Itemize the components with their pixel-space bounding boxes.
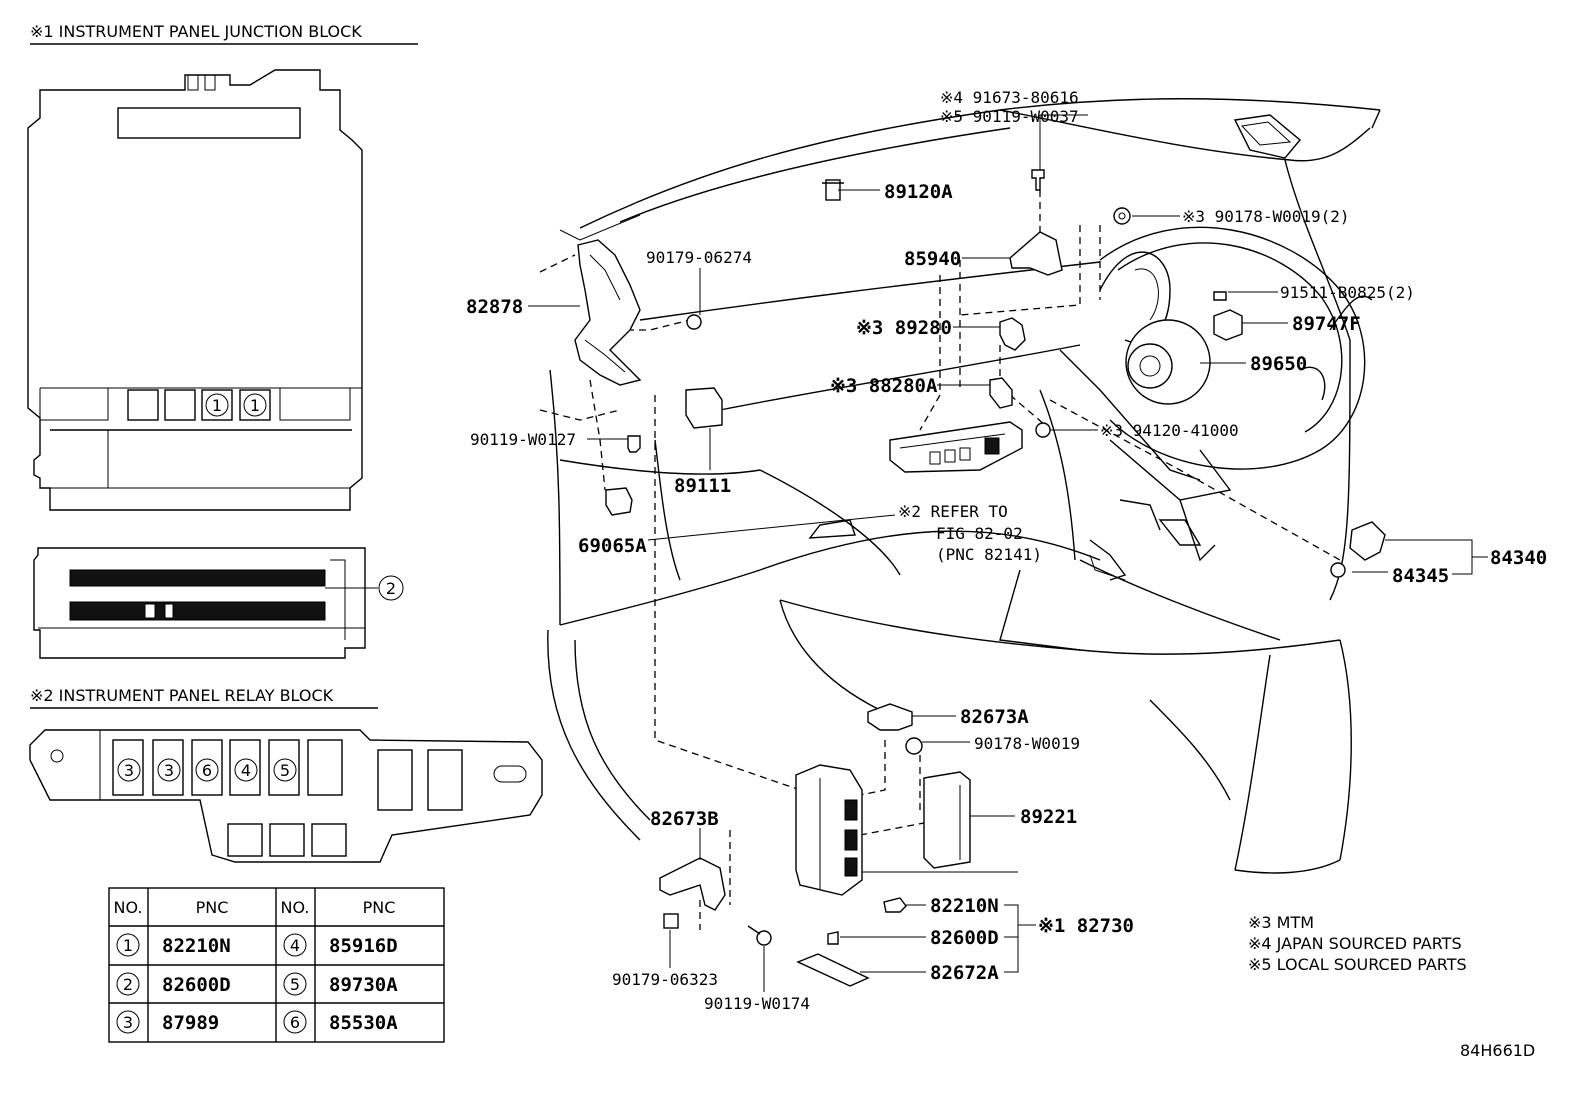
label-90179-06323: 90179-06323 <box>612 970 718 989</box>
label-91511-b0825: 91511-B0825(2) <box>1280 283 1415 302</box>
label-85940: 85940 <box>904 248 961 270</box>
table-header-pnc-1: PNC <box>196 898 229 917</box>
relay-block-drawing <box>29 729 543 863</box>
relay-marker-3b: 3 <box>157 758 181 782</box>
label-82878: 82878 <box>466 296 523 318</box>
junction-block-section: ※1 INSTRUMENT PANEL JUNCTION BLOCK 1 1 <box>27 22 418 659</box>
svg-text:89730A: 89730A <box>329 974 398 996</box>
table-row: 3 87989 6 85530A <box>116 1010 398 1034</box>
svg-text:5: 5 <box>280 761 290 780</box>
label-refer-to: ※2 REFER TO <box>898 502 1008 521</box>
label-69065a: 69065A <box>578 535 647 557</box>
label-90179-06274: 90179-06274 <box>646 248 752 267</box>
svg-text:6: 6 <box>290 1013 300 1032</box>
junction-block-drawing <box>27 69 363 511</box>
label-82210n: 82210N <box>930 895 999 917</box>
relay-marker-5: 5 <box>273 758 297 782</box>
svg-text:87989: 87989 <box>162 1012 219 1034</box>
svg-text:1: 1 <box>212 396 222 415</box>
label-91673-80616: ※4 91673-80616 <box>940 88 1079 107</box>
label-pnc-82141: (PNC 82141) <box>936 545 1042 564</box>
label-88280a: ※3 88280A <box>830 375 938 397</box>
label-89221: 89221 <box>1020 806 1077 828</box>
svg-text:6: 6 <box>202 761 212 780</box>
svg-text:82600D: 82600D <box>162 974 231 996</box>
svg-text:4: 4 <box>290 936 300 955</box>
junction-side-marker-2: 2 <box>378 575 404 601</box>
label-82600d: 82600D <box>930 927 999 949</box>
note-japan-sourced: ※4 JAPAN SOURCED PARTS <box>1248 934 1462 953</box>
svg-text:1: 1 <box>250 396 260 415</box>
label-84340: 84340 <box>1490 547 1547 569</box>
label-82673b: 82673B <box>650 808 719 830</box>
svg-text:82210N: 82210N <box>162 935 231 957</box>
svg-text:2: 2 <box>123 975 133 994</box>
relay-marker-3a: 3 <box>117 758 141 782</box>
relay-marker-4: 4 <box>234 758 258 782</box>
svg-text:5: 5 <box>290 975 300 994</box>
svg-text:3: 3 <box>164 761 174 780</box>
notes-legend: ※3 MTM ※4 JAPAN SOURCED PARTS ※5 LOCAL S… <box>1248 913 1467 974</box>
label-89111: 89111 <box>674 475 731 497</box>
svg-text:3: 3 <box>124 761 134 780</box>
table-header-no-2: NO. <box>281 898 310 917</box>
table-header-no-1: NO. <box>114 898 143 917</box>
junction-marker-1b: 1 <box>243 393 267 417</box>
figure-code: 84H661D <box>1460 1041 1535 1060</box>
junction-block-side-view <box>33 547 378 659</box>
instrument-panel-outline <box>539 98 1381 930</box>
svg-text:2: 2 <box>386 579 396 598</box>
part-drawings <box>574 169 1386 987</box>
label-82673a: 82673A <box>960 706 1029 728</box>
label-90178-w0019-2: ※3 90178-W0019(2) <box>1182 207 1350 226</box>
note-mtm: ※3 MTM <box>1248 913 1314 932</box>
label-fig-82-02: FIG 82-02 <box>936 524 1023 543</box>
svg-text:3: 3 <box>123 1013 133 1032</box>
label-94120-41000: ※3 94120-41000 <box>1100 421 1239 440</box>
label-82672a: 82672A <box>930 962 999 984</box>
label-90178-w0019: 90178-W0019 <box>974 734 1080 753</box>
label-90119-w0037: ※5 90119-W0037 <box>940 107 1079 126</box>
table-row: 1 82210N 4 85916D <box>116 933 398 957</box>
label-90119-w0174: 90119-W0174 <box>704 994 810 1013</box>
relay-marker-6: 6 <box>195 758 219 782</box>
svg-text:4: 4 <box>241 761 251 780</box>
label-84345: 84345 <box>1392 565 1449 587</box>
note-local-sourced: ※5 LOCAL SOURCED PARTS <box>1248 955 1467 974</box>
label-89280: ※3 89280 <box>856 317 952 339</box>
pnc-table: NO. PNC NO. PNC 1 82210N 4 85916D 2 8260… <box>108 887 445 1043</box>
leader-lines <box>528 114 1488 992</box>
label-89120a: 89120A <box>884 181 953 203</box>
part-labels: ※4 91673-80616 ※5 90119-W0037 89120A ※3 … <box>466 88 1547 1013</box>
junction-block-title: ※1 INSTRUMENT PANEL JUNCTION BLOCK <box>30 22 362 41</box>
label-82730: ※1 82730 <box>1038 915 1134 937</box>
label-89650: 89650 <box>1250 353 1307 375</box>
relay-block-section: ※2 INSTRUMENT PANEL RELAY BLOCK 3 3 <box>29 686 543 863</box>
svg-text:85916D: 85916D <box>329 935 398 957</box>
label-90119-w0127: 90119-W0127 <box>470 430 576 449</box>
svg-text:1: 1 <box>123 936 133 955</box>
svg-text:85530A: 85530A <box>329 1012 398 1034</box>
table-header-pnc-2: PNC <box>363 898 396 917</box>
table-row: 2 82600D 5 89730A <box>116 972 398 996</box>
relay-block-title: ※2 INSTRUMENT PANEL RELAY BLOCK <box>30 686 334 705</box>
label-89747f: 89747F <box>1292 313 1361 335</box>
junction-marker-1a: 1 <box>205 393 229 417</box>
